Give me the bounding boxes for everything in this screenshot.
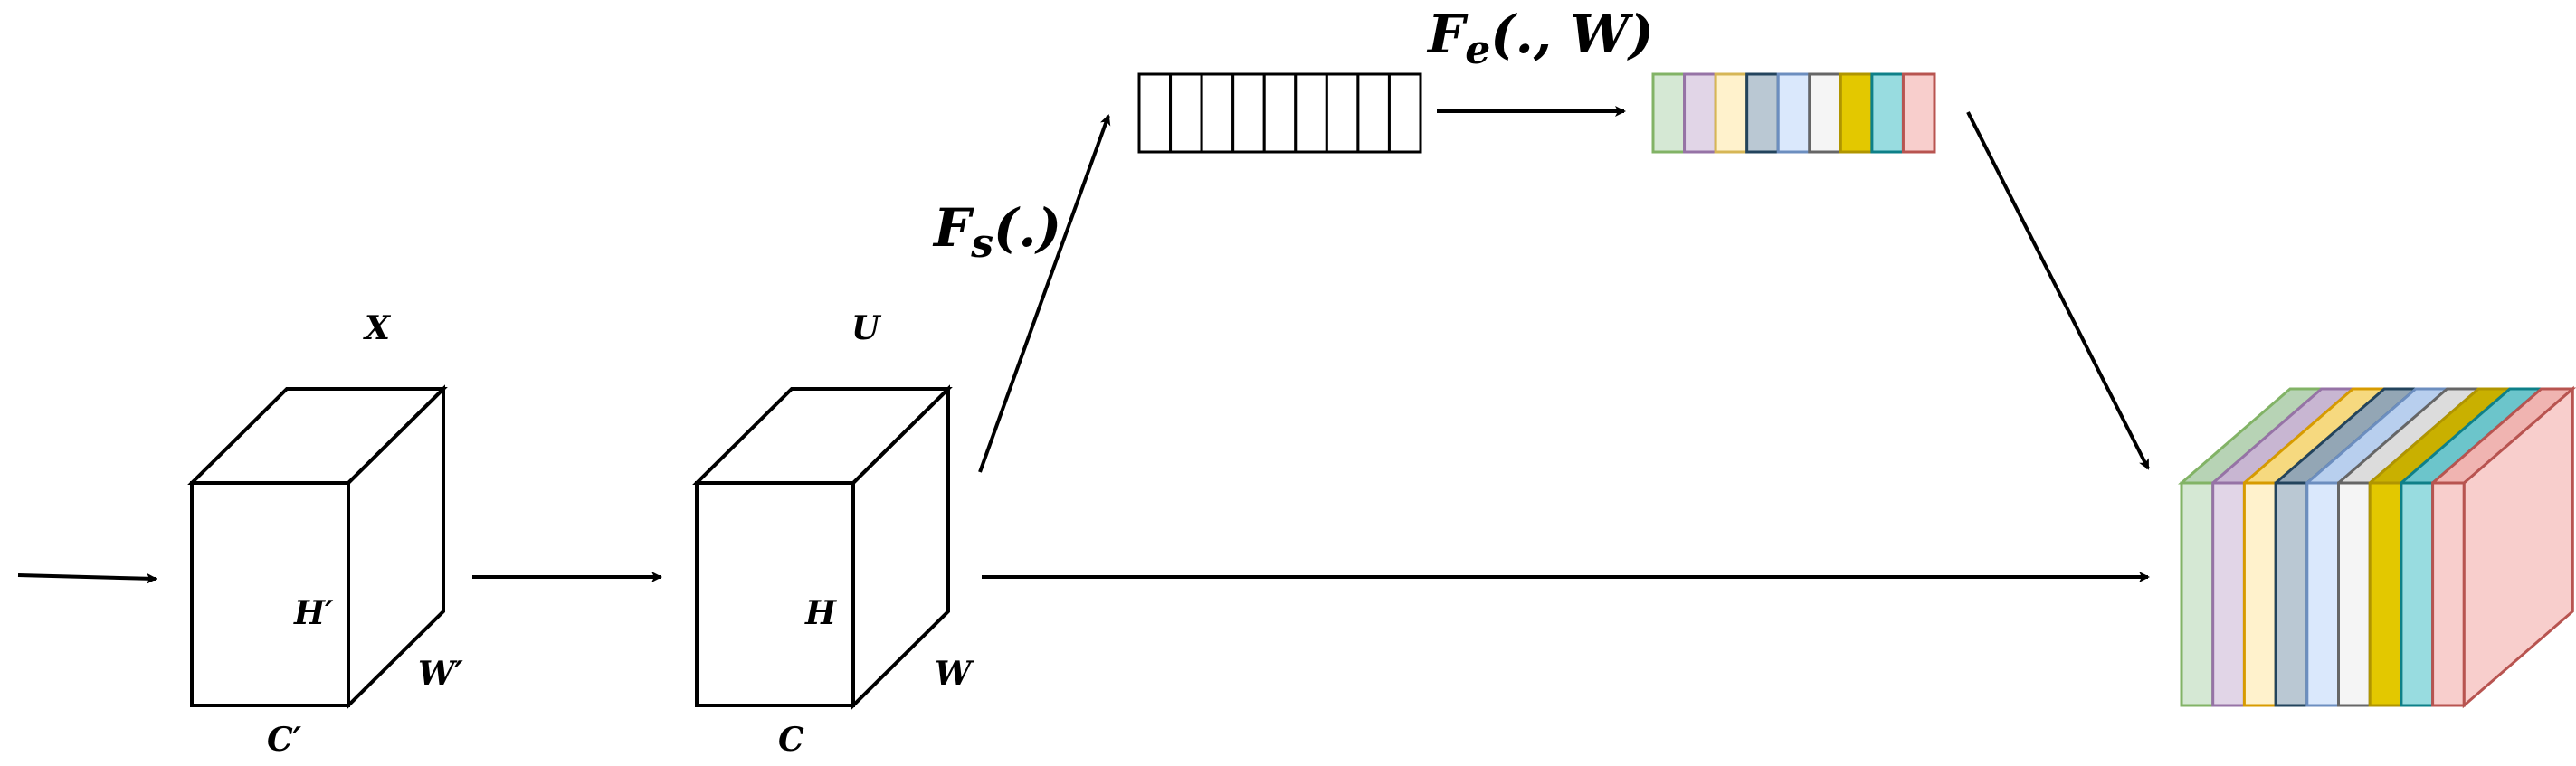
squeezed-cell xyxy=(1169,72,1203,154)
scale-arrow xyxy=(1966,111,2150,470)
squeeze-arrow xyxy=(978,114,1111,473)
input-channels-label: C′ xyxy=(267,721,302,759)
channel-weight-cell xyxy=(1839,72,1874,154)
channel-weights-vector xyxy=(1651,72,1936,154)
output-slab-front xyxy=(2274,481,2309,707)
channel-weight-cell xyxy=(1901,72,1936,154)
channel-weight-cell xyxy=(1808,72,1842,154)
squeeze-label: Fs(.) xyxy=(932,197,1061,267)
input-width-label: W′ xyxy=(418,655,463,693)
feature-tensor-cube xyxy=(692,384,953,710)
channel-weight-cell xyxy=(1870,72,1905,154)
output-slab-front xyxy=(2305,481,2341,707)
feature-tensor-label: U xyxy=(851,309,882,347)
squeezed-cell xyxy=(1325,72,1360,154)
excitation-label: Fe(., W) xyxy=(1426,4,1654,73)
squeezed-cell xyxy=(1231,72,1266,154)
output-slab-front xyxy=(2400,481,2435,707)
input-arrow xyxy=(17,572,157,584)
output-slab-front xyxy=(2337,481,2372,707)
input-tensor-label: X xyxy=(363,309,392,347)
output-slab-front xyxy=(2368,481,2403,707)
squeezed-channel-vector xyxy=(1137,72,1422,154)
input-cube-front-face xyxy=(190,481,350,707)
feature-width-label: W xyxy=(935,655,974,693)
channel-weight-cell xyxy=(1745,72,1780,154)
squeezed-cell xyxy=(1356,72,1391,154)
squeezed-cell xyxy=(1137,72,1173,154)
channel-weight-cell xyxy=(1776,72,1811,154)
input-height-label: H′ xyxy=(293,594,334,632)
squeezed-cell xyxy=(1387,72,1422,154)
feature-cube-front-face xyxy=(695,481,855,707)
channel-weight-cell xyxy=(1714,72,1749,154)
output-slab-front xyxy=(2211,481,2246,707)
output-slab-side xyxy=(2462,385,2574,709)
squeezed-cell xyxy=(1200,72,1235,154)
output-slab-front xyxy=(2242,481,2277,707)
channel-weight-cell xyxy=(1651,72,1687,154)
feature-channels-label: C xyxy=(778,721,804,759)
output-slab-front xyxy=(2180,481,2215,707)
feature-height-label: H xyxy=(804,594,837,632)
output-slab-front xyxy=(2431,481,2466,707)
squeezed-cell xyxy=(1262,72,1298,154)
feature-cube-top-face xyxy=(692,387,953,485)
input-tensor-cube xyxy=(187,384,448,710)
input-cube-top-face xyxy=(187,387,448,485)
channel-weight-cell xyxy=(1683,72,1717,154)
squeezed-cell xyxy=(1294,72,1328,154)
output-recalibrated-tensor xyxy=(2177,385,2576,709)
